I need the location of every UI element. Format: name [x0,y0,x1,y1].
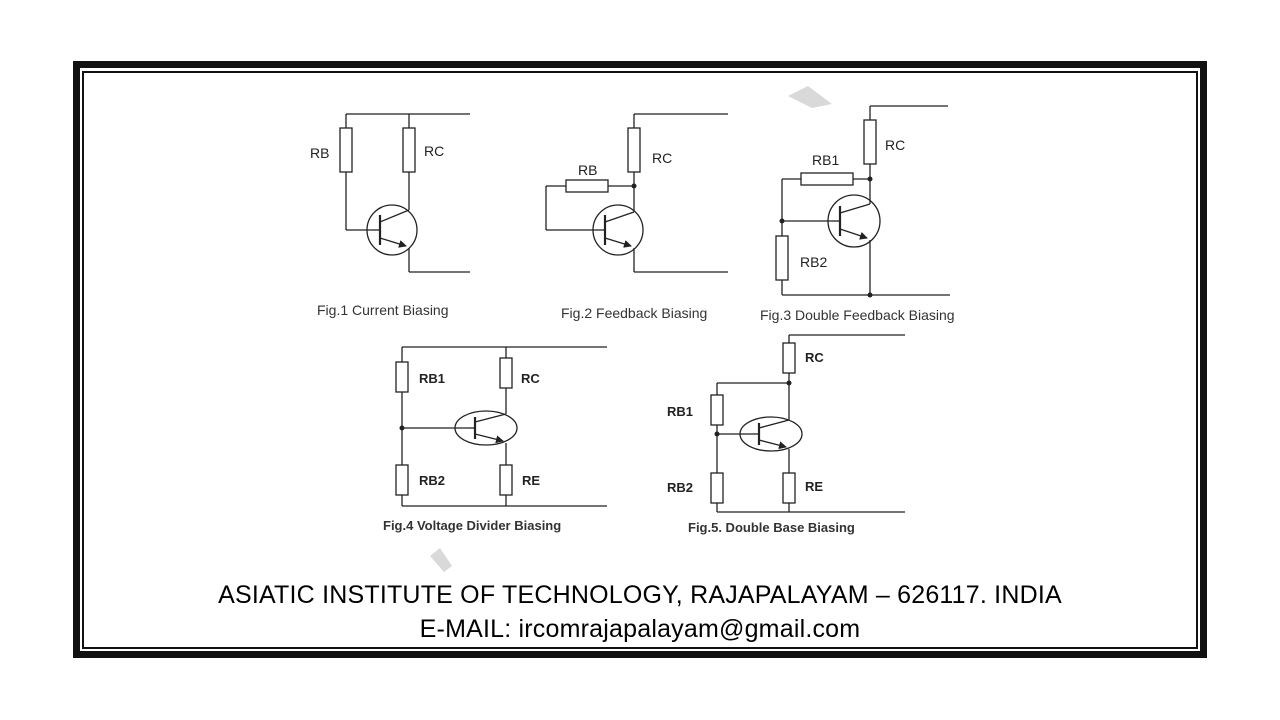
fig4-rc-label: RC [521,371,540,386]
fig2-rb-label: RB [578,162,597,178]
fig3-rc-resistor [863,119,877,165]
fig2-rc-label: RC [652,150,672,166]
fig3-rb2-resistor [775,235,789,281]
fig4-rb2-resistor [395,464,409,496]
fig3-rc-label: RC [885,137,905,153]
fig5-rb2-resistor [710,472,724,504]
fig3-junction-dot-top [867,176,873,182]
fig2-rc-resistor [627,127,641,173]
fig4-rc-resistor [499,357,513,389]
fig3-rb1-resistor [800,172,854,186]
fig5-junction-dot-top [786,380,792,386]
fig4-rb1-label: RB1 [419,371,445,386]
contact-email: E-MAIL: ircomrajapalayam@gmail.com [419,615,861,643]
fig1-rc-label: RC [424,143,444,159]
fig5-transistor [739,416,803,452]
fig3-transistor [827,194,881,248]
fig4-junction-dot [399,425,405,431]
fig5-rb1-label: RB1 [667,404,693,419]
fig1-current-biasing [339,113,470,273]
fig1-rb-resistor [339,127,353,173]
fig2-transistor [592,204,644,256]
fig5-caption: Fig.5. Double Base Biasing [688,520,855,535]
fig3-rb2-label: RB2 [800,254,827,270]
fig3-double-feedback-biasing [775,105,950,296]
fig4-rb2-label: RB2 [419,473,445,488]
fig5-re-label: RE [805,479,823,494]
fig4-transistor [454,410,518,446]
fig1-rb-label: RB [310,145,329,161]
fig3-junction-dot-bottom [867,292,873,298]
fig5-rb2-label: RB2 [667,480,693,495]
fig5-junction-dot-base [714,431,720,437]
fig5-double-base-biasing [710,334,905,513]
fig2-junction-dot [631,183,637,189]
fig3-junction-dot-base [779,218,785,224]
fig5-rb1-resistor [710,394,724,426]
decorative-smudge-top [788,86,832,108]
fig4-caption: Fig.4 Voltage Divider Biasing [383,518,561,533]
fig4-re-resistor [499,464,513,496]
slide-border-outer [73,61,1207,658]
fig1-transistor [366,204,418,256]
fig5-rc-label: RC [805,350,824,365]
fig5-re-resistor [782,472,796,504]
decorative-smudge-bottom [430,548,452,572]
fig1-caption: Fig.1 Current Biasing [317,302,449,318]
fig2-feedback-biasing [545,113,728,273]
institute-name: ASIATIC INSTITUTE OF TECHNOLOGY, RAJAPAL… [218,581,1062,609]
fig1-rc-resistor [402,127,416,173]
fig4-rb1-resistor [395,361,409,393]
fig3-rb1-label: RB1 [812,152,839,168]
fig4-re-label: RE [522,473,540,488]
fig2-caption: Fig.2 Feedback Biasing [561,305,707,321]
fig2-rb-resistor [565,179,609,193]
fig3-caption: Fig.3 Double Feedback Biasing [760,307,955,323]
slide-border-inner [82,71,1198,649]
fig5-rc-resistor [782,342,796,374]
